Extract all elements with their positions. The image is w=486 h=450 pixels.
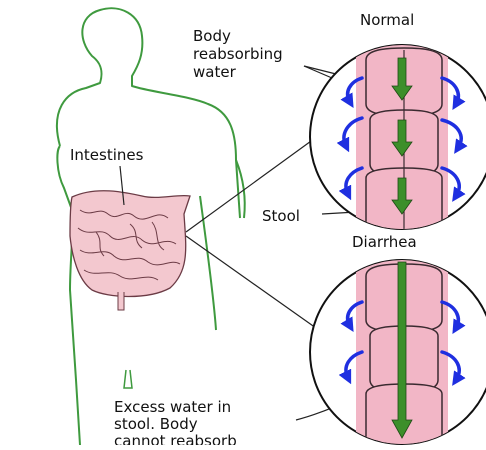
excess-water-label-line1: Excess water in (114, 398, 231, 416)
knee-mark (124, 370, 132, 388)
intestines-illustration (70, 191, 190, 310)
excess-water-label-line3: cannot reabsorb (114, 432, 237, 445)
excess-water-label-line2: stool. Body (114, 415, 198, 433)
body-reabsorbing-label-line2: reabsorbing (193, 45, 283, 63)
stool-label: Stool (262, 207, 300, 225)
intestines-label: Intestines (70, 146, 144, 164)
normal-label: Normal (360, 11, 414, 29)
diarrhea-label: Diarrhea (352, 233, 417, 251)
body-reabsorbing-label-line1: Body (193, 27, 231, 45)
body-reabsorbing-label-line3: water (193, 63, 237, 81)
